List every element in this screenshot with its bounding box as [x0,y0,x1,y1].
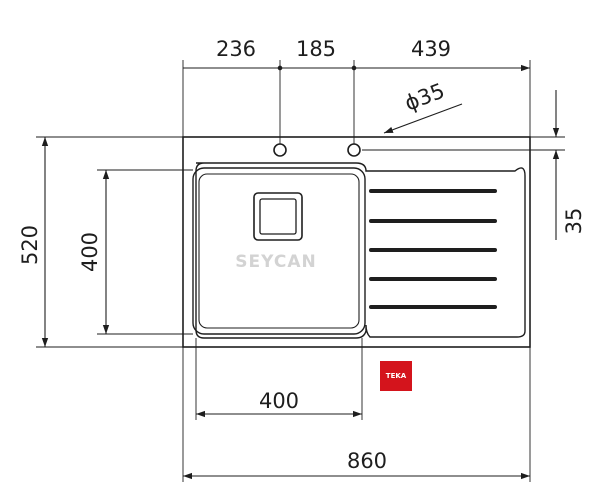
dim-label-right-offset: 35 [562,208,586,235]
bowl-rim [192,167,366,335]
draining-ribs [369,189,497,309]
dim-tick-dot [351,65,357,71]
brand-logo-badge [380,361,412,391]
dim-label-bowl-width: 400 [259,389,299,413]
dim-label-top-right: 439 [411,37,451,61]
dim-label-overall-height: 520 [18,225,42,265]
extension-lines [36,60,565,482]
dim-label-top-left: 236 [216,37,256,61]
tap-hole-left [273,143,287,157]
dim-label-hole-diameter: ϕ35 [401,79,447,116]
drain-inner [259,198,297,235]
brand-logo: TEKA [380,361,412,391]
dim-label-top-middle: 185 [296,37,336,61]
bowl-inner [198,173,360,329]
sink-body [182,136,531,348]
dimension-lines [41,64,560,480]
sink-outer-outline [182,136,531,348]
drain-outer [253,192,303,241]
watermark-text: SEYCAN [235,252,316,272]
hole-leader [383,103,463,134]
brand-logo-text: TEKA [386,372,407,380]
dim-tick-dot [277,65,283,71]
dim-label-overall-width: 860 [347,449,387,473]
tap-hole-right [347,143,361,157]
dim-label-bowl-height: 400 [78,232,102,272]
dimension-labels: 236 185 439 ϕ35 35 520 400 400 860 [18,37,586,473]
